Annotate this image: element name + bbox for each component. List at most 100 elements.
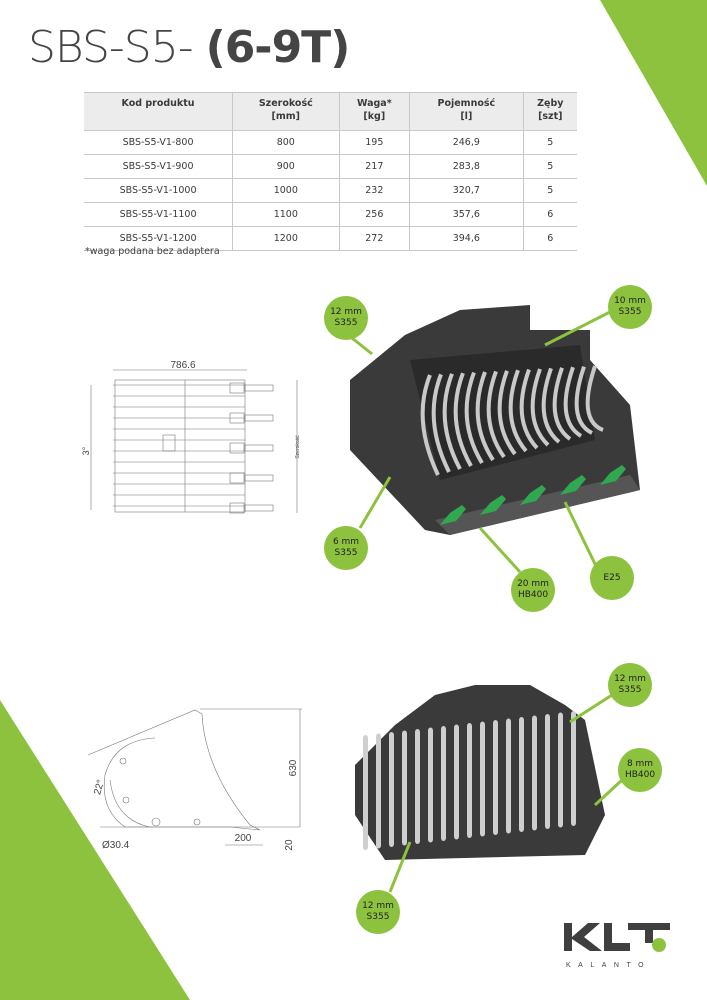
screen-bar: [493, 720, 498, 835]
bucket-image-rear: [355, 685, 605, 860]
callout-line2: S355: [334, 548, 358, 558]
screen-bar: [532, 715, 537, 831]
screen-bar: [420, 374, 440, 476]
screen-bar: [453, 372, 473, 467]
callout-line1: 12 mm: [614, 674, 646, 684]
col-header: Waga*[kg]: [339, 92, 411, 131]
table-cell: 5: [523, 154, 577, 179]
callout-line1: 6 mm: [332, 537, 360, 547]
tooth-e25: [440, 505, 466, 525]
page-title: SBS-S5- (6-9T): [28, 22, 350, 73]
col-header: Pojemność[l]: [409, 92, 524, 131]
width-dimension: 786.6: [170, 360, 195, 371]
tooth-adapter: [229, 412, 245, 424]
callout-line2: HB400: [624, 770, 656, 780]
screen-bar: [486, 370, 506, 459]
tooth: [244, 474, 274, 482]
table-cell: 195: [339, 130, 411, 155]
tooth-e25: [520, 485, 546, 505]
screen-bar: [415, 729, 420, 844]
table-cell: SBS-S5-V1-1100: [84, 202, 234, 227]
screen-bar: [571, 711, 576, 826]
tooth-adapter: [229, 502, 245, 514]
screen-bar: [389, 732, 394, 847]
tooth: [244, 414, 274, 422]
tooth-e25: [600, 465, 626, 485]
angle-label: 22°: [92, 779, 107, 796]
table-cell: 357,6: [409, 202, 524, 227]
col-header: Szerokość[mm]: [232, 92, 340, 131]
callout-line1: 12 mm: [330, 307, 362, 317]
callout-line1: 12 mm: [362, 901, 394, 911]
screen-bar: [475, 371, 495, 462]
callout-line1: 8 mm: [626, 759, 654, 769]
screen-bar: [574, 365, 594, 435]
top-view-drawing: 786.6 3° Szerokość: [81, 360, 301, 514]
tooth: [244, 384, 274, 392]
screen-bar: [442, 373, 462, 470]
screen-bar: [402, 730, 407, 846]
diameter-dimension: Ø30.4: [102, 840, 130, 851]
tooth-e25: [560, 475, 586, 495]
angle-label: 3°: [81, 446, 91, 455]
screen-bar: [519, 717, 524, 832]
screen-bar: [441, 726, 446, 841]
tooth-adapter: [229, 472, 245, 484]
material-callout: E25: [590, 556, 634, 600]
tooth-adapter: [229, 382, 245, 394]
screen-bar: [431, 373, 451, 473]
height-dimension: 630: [288, 759, 299, 776]
screen-bar: [454, 724, 459, 840]
weight-note: *waga podana bez adaptera: [85, 246, 220, 257]
side-label: Szerokość: [295, 435, 301, 459]
tooth-e25: [480, 495, 506, 515]
table-cell: 1200: [232, 226, 340, 251]
callout-line2: S355: [334, 318, 358, 328]
thickness-dimension: 20: [284, 839, 295, 851]
callout-line1: E25: [603, 572, 621, 583]
table-cell: 1000: [232, 178, 340, 203]
table-cell: 5: [523, 178, 577, 203]
screen-bar: [558, 712, 563, 828]
screen-bar: [530, 368, 550, 447]
callout-line2: S355: [366, 912, 390, 922]
screen-bar: [497, 370, 517, 456]
callout-line2: S355: [618, 685, 642, 695]
screen-bar: [541, 367, 561, 444]
table-cell: 900: [232, 154, 340, 179]
screen-bar: [508, 369, 528, 453]
table-cell: 394,6: [409, 226, 524, 251]
tooth: [244, 444, 274, 452]
table-cell: 6: [523, 202, 577, 227]
table-cell: 272: [339, 226, 411, 251]
tooth-adapter: [229, 442, 245, 454]
screen-bar: [428, 727, 433, 843]
screen-bar: [585, 365, 604, 432]
table-cell: SBS-S5-V1-800: [84, 130, 234, 155]
side-view-drawing: 630 22° 200 20 Ø30.4: [87, 708, 302, 851]
col-header: Zęby[szt]: [523, 92, 577, 131]
table-cell: 6: [523, 226, 577, 251]
screen-bar: [545, 714, 550, 829]
callout-line2: HB400: [517, 590, 549, 600]
table-cell: 232: [339, 178, 411, 203]
table-cell: 283,8: [409, 154, 524, 179]
screen-bar: [464, 371, 484, 465]
kalanto-logo: KALANTO: [558, 915, 678, 979]
screen-bar: [363, 735, 368, 850]
table-cell: 800: [232, 130, 340, 155]
tooth: [244, 504, 274, 512]
callout-line2: S355: [618, 307, 642, 317]
table-cell: 1100: [232, 202, 340, 227]
